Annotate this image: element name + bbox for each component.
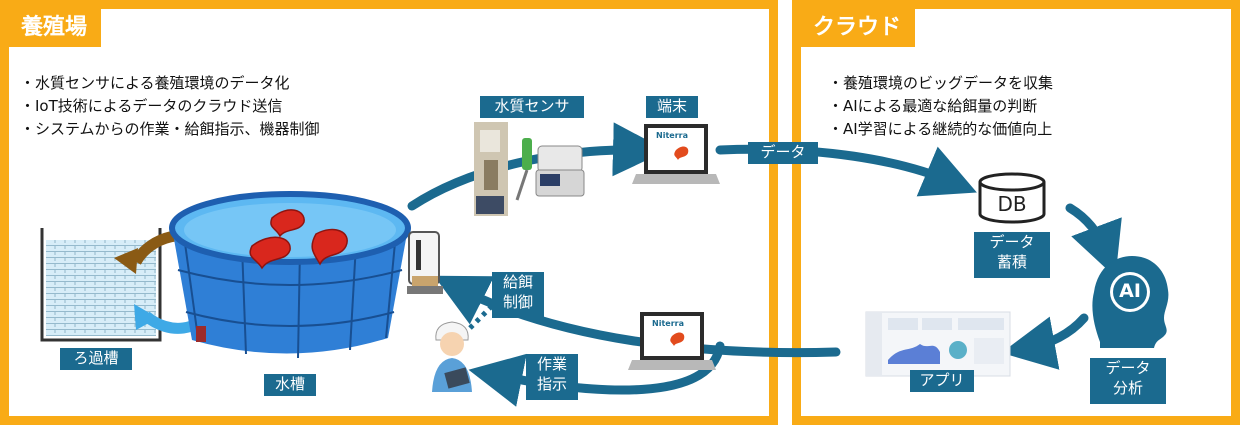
water-sensor-icon [474,122,585,216]
feed-control-line-2: 制御 [502,293,533,311]
data-analysis-line-1: データ [1105,359,1151,377]
data-store-line-2: 蓄積 [996,253,1027,271]
worker-icon [432,321,472,392]
terminal-laptop-icon [632,124,720,184]
data-store-label: データ 蓄積 [974,232,1050,278]
work-instruction-label: 作業 指示 [526,354,578,400]
laptop-brand-top: Niterra [656,131,688,140]
laptop-brand-bottom: Niterra [652,319,684,328]
filter-tank-label: ろ過槽 [60,348,132,370]
feed-control-label: 給餌 制御 [492,272,544,318]
ai-to-app-arrow [1001,313,1089,370]
app-label: アプリ [910,370,974,392]
shrimp-icon [249,209,348,270]
cloud-bullet-2: ・AIによる最適な給餌量の判断 [828,97,1038,115]
farm-bullets: ・水質センサによる養殖環境のデータ化 ・IoT技術によるデータのクラウド送信 ・… [20,72,320,141]
ai-head-icon [1092,256,1169,348]
data-analysis-line-2: 分析 [1112,379,1143,397]
terminal-label: 端末 [646,96,698,118]
worker-feeder-link [468,304,494,330]
work-instruction-line-2: 指示 [536,375,567,393]
db-cylinder-icon [978,172,1046,224]
farm-bullet-2: ・IoT技術によるデータのクラウド送信 [20,97,283,115]
app-dashboard-icon [865,311,1011,377]
farm-title: 養殖場 [9,9,102,47]
farm-bullet-1: ・水質センサによる養殖環境のデータ化 [20,74,290,92]
farm-bullet-3: ・システムからの作業・給餌指示、機器制御 [20,120,320,138]
cloud-bullet-1: ・養殖環境のビッグデータを収集 [828,74,1054,92]
work-instruction-line-1: 作業 [536,355,567,373]
cloud-bullets: ・養殖環境のビッグデータを収集 ・AIによる最適な給餌量の判断 ・AI学習による… [828,72,1053,141]
data-analysis-label: データ 分析 [1090,358,1166,404]
feeder-icon [407,231,443,294]
data-label: データ [748,142,818,164]
data-store-line-1: データ [989,233,1035,251]
tank-label: 水槽 [264,374,316,396]
app-laptop-icon [628,312,716,370]
ai-text: AI [1119,280,1141,302]
sensor-label: 水質センサ [480,96,584,118]
db-text: DB [997,192,1027,216]
db-to-ai-arrow [1065,203,1122,278]
cloud-title: クラウド [801,9,916,47]
feed-control-line-1: 給餌 [502,273,533,291]
cloud-bullet-3: ・AI学習による継続的な価値向上 [828,120,1053,138]
